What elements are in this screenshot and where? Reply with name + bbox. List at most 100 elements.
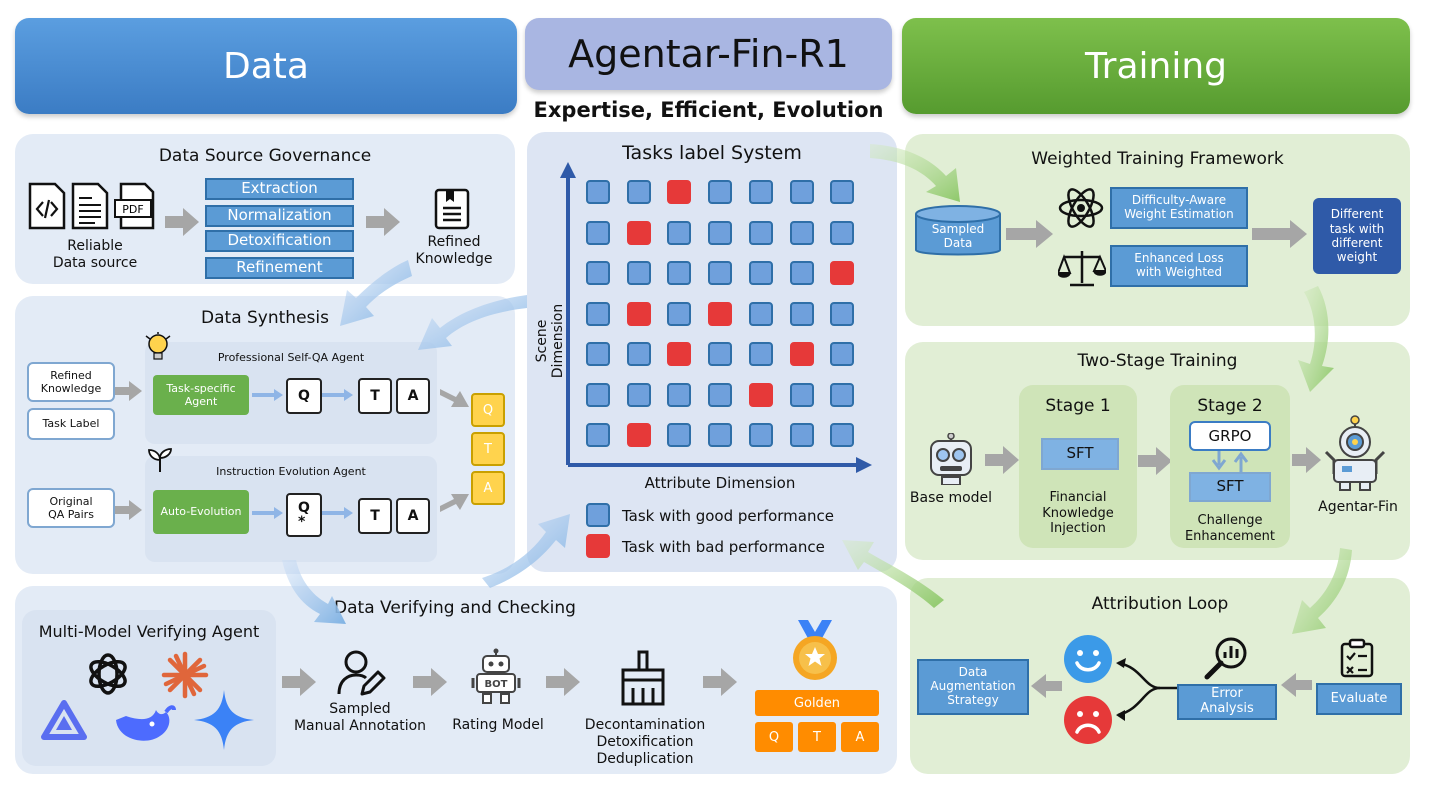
task-grid — [586, 180, 858, 450]
arrow-icon — [165, 208, 199, 236]
task-cell-good — [667, 261, 692, 285]
arrow-icon — [115, 500, 142, 520]
task-cell-bad — [626, 301, 651, 326]
input-refined-knowledge: Refined Knowledge — [27, 362, 115, 402]
lightbulb-icon — [145, 332, 171, 360]
two-stage-title: Two-Stage Training — [1077, 351, 1238, 371]
robot-bot-icon: BOT — [471, 648, 521, 704]
golden-t: T — [798, 722, 836, 752]
task-cell-good — [748, 261, 773, 285]
task-cell-good — [830, 220, 855, 245]
evolution-agent-title: Instruction Evolution Agent — [216, 465, 366, 478]
pdf-file-icon: PDF — [114, 182, 155, 230]
arrow-icon — [115, 381, 142, 401]
task-cell-good — [667, 220, 692, 245]
task-cell-good — [789, 423, 814, 447]
task-cell-good — [748, 220, 773, 245]
tagline: Expertise, Efficient, Evolution — [533, 98, 884, 122]
golden-a: A — [841, 722, 879, 752]
task-cell-good — [586, 301, 610, 326]
arrow-icon — [1281, 673, 1312, 697]
balance-scale-icon — [1058, 251, 1106, 287]
task-cell-good — [626, 261, 651, 285]
task-cell-good — [830, 180, 855, 204]
knowledge-book-icon — [434, 188, 470, 230]
task-cell-good — [626, 342, 651, 366]
thin-arrow-icon — [252, 389, 283, 401]
task-cell-good — [708, 382, 733, 407]
task-cell-good — [830, 382, 855, 407]
stage1-title: Stage 1 — [1045, 396, 1111, 416]
stage2-desc: Challenge Enhancement — [1184, 513, 1276, 544]
task-cell-bad — [626, 423, 651, 447]
sft-box: SFT — [1041, 438, 1119, 470]
sft-box-stage2: SFT — [1189, 472, 1271, 502]
task-cell-good — [586, 220, 610, 245]
t-tile: T — [358, 498, 392, 534]
weight-result-box: Different task with different weight — [1313, 198, 1401, 274]
stage2-panel — [1170, 385, 1290, 548]
task-cell-good — [789, 180, 814, 204]
task-cell-good — [708, 180, 733, 204]
attribution-title: Attribution Loop — [1091, 594, 1229, 614]
task-cell-good — [830, 301, 855, 326]
input-task-label: Task Label — [27, 408, 115, 440]
task-cell-good — [748, 423, 773, 447]
arrow-icon — [1292, 447, 1321, 473]
y-axis-label: Scene Dimension — [534, 303, 566, 379]
auto-evolution-box: Auto-Evolution — [153, 490, 249, 534]
task-cell-good — [667, 423, 692, 447]
task-cell-good — [667, 301, 692, 326]
atom-icon — [1058, 188, 1104, 228]
rating-model-label: Rating Model — [452, 717, 544, 733]
claude-logo-icon — [161, 651, 209, 699]
analysis-magnifier-icon — [1204, 637, 1247, 680]
training-banner-label: Training — [1084, 45, 1228, 87]
qwen-logo-icon — [41, 700, 87, 740]
arrow-icon — [413, 668, 447, 696]
q-tile: Q — [286, 378, 322, 414]
arrow-icon — [1138, 447, 1172, 475]
legend-bad-swatch — [586, 534, 610, 558]
arrow-icon — [366, 208, 400, 236]
legend-bad-label: Task with bad performance — [622, 538, 825, 556]
task-cell-good — [708, 261, 733, 285]
task-cell-bad — [789, 342, 814, 366]
broom-icon — [621, 650, 665, 706]
a-tile: A — [396, 498, 430, 534]
task-cell-good — [708, 220, 733, 245]
data-banner-label: Data — [223, 45, 309, 87]
arrow-icon — [440, 389, 469, 407]
step-refinement: Refinement — [205, 257, 354, 279]
task-cell-good — [708, 423, 733, 447]
task-cell-good — [830, 423, 855, 447]
source-label: Reliable Data source — [52, 238, 138, 271]
t-tile: T — [358, 378, 392, 414]
sprout-icon — [148, 448, 172, 472]
arrow-icon — [440, 494, 469, 512]
agentar-robot-icon — [1324, 415, 1386, 491]
branch-arrows-icon — [1116, 658, 1178, 721]
gemini-logo-icon — [194, 690, 254, 750]
task-cell-bad — [667, 180, 692, 204]
decontamination-label: Decontamination Detoxification Deduplica… — [584, 717, 706, 767]
sad-face-icon — [1064, 696, 1112, 744]
title-banner: Agentar-Fin-R1 — [525, 18, 892, 90]
task-cell-good — [789, 382, 814, 407]
arrow-icon — [282, 668, 316, 696]
weighted-title: Weighted Training Framework — [1031, 149, 1284, 169]
arrow-icon — [985, 446, 1019, 474]
task-cell-good — [586, 342, 610, 366]
data-banner: Data — [15, 18, 517, 114]
step-normalization: Normalization — [205, 205, 354, 227]
task-cell-good — [708, 342, 733, 366]
refined-knowledge-label: Refined Knowledge — [415, 234, 493, 267]
step-extraction: Extraction — [205, 178, 354, 200]
swap-arrows-icon — [1211, 451, 1249, 473]
legend-good-label: Task with good performance — [622, 507, 834, 525]
happy-face-icon — [1064, 635, 1112, 683]
annotator-icon — [337, 650, 386, 696]
governance-title: Data Source Governance — [158, 146, 372, 166]
difficulty-aware-box: Difficulty-Aware Weight Estimation — [1110, 187, 1248, 229]
tasks-axes — [560, 162, 872, 473]
